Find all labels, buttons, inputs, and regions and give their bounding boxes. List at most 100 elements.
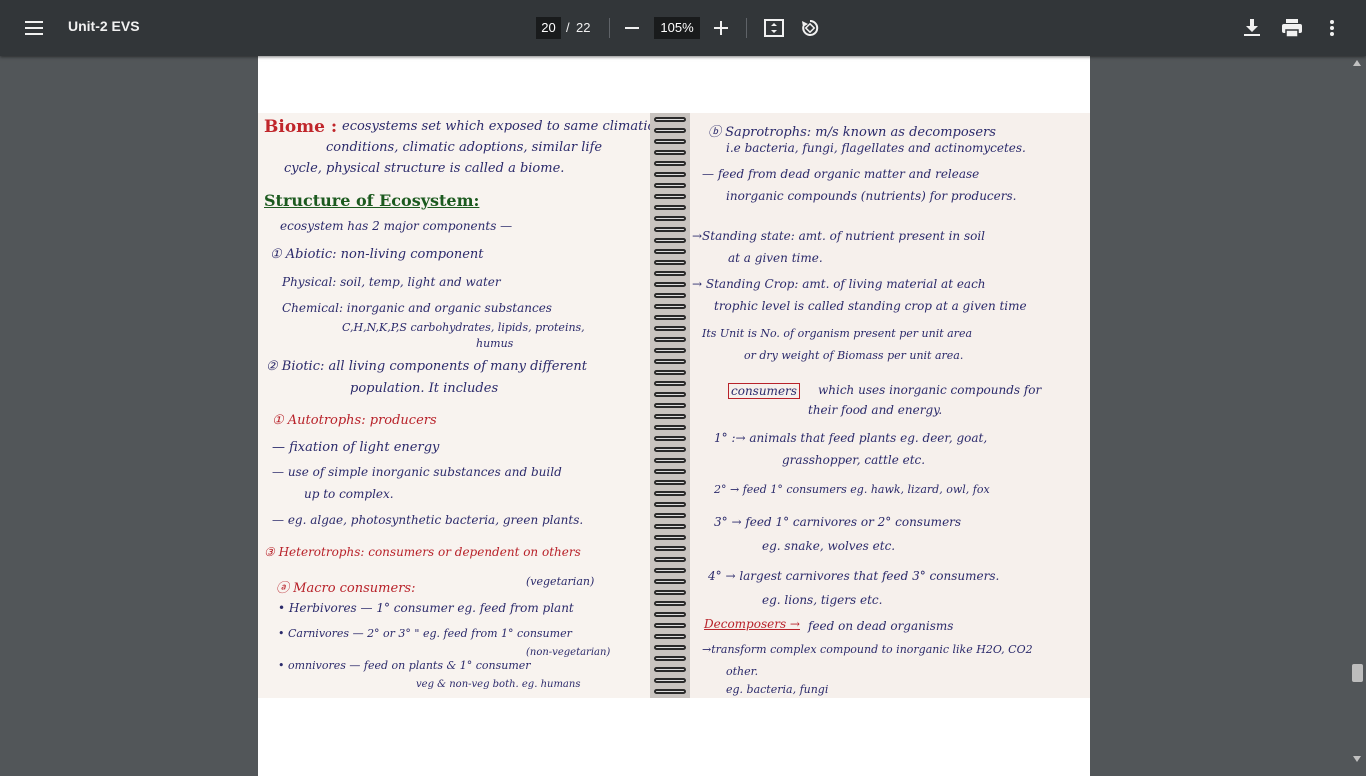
spiral-ring (654, 304, 686, 309)
note-line: inorganic compounds (nutrients) for prod… (726, 189, 1017, 203)
note-line: 1° :→ animals that feed plants eg. deer,… (714, 431, 988, 445)
note-line: consumers (728, 383, 800, 399)
spiral-ring (654, 238, 686, 243)
spiral-ring (654, 425, 686, 430)
spiral-ring (654, 513, 686, 518)
fit-page-icon (764, 19, 784, 37)
note-line: →transform complex compound to inorganic… (702, 643, 1033, 656)
spiral-ring (654, 172, 686, 177)
spiral-ring (654, 590, 686, 595)
note-line: (vegetarian) (526, 575, 595, 588)
note-line: ecosystems set which exposed to same cli… (342, 119, 655, 134)
fit-to-page-button[interactable] (762, 16, 786, 40)
page-number-input[interactable] (536, 17, 561, 39)
note-line: 3° → feed 1° carnivores or 2° consumers (714, 515, 962, 529)
spiral-ring (654, 194, 686, 199)
download-icon (1244, 19, 1260, 36)
spiral-ring (654, 370, 686, 375)
note-line: ⓑ Saprotrophs: m/s known as decomposers (708, 125, 996, 140)
total-pages: 22 (576, 20, 591, 35)
spiral-ring (654, 392, 686, 397)
spiral-ring (654, 667, 686, 672)
spiral-ring (654, 282, 686, 287)
spiral-ring (654, 689, 686, 694)
note-line: — feed from dead organic matter and rele… (702, 167, 980, 181)
spiral-ring (654, 403, 686, 408)
zoom-out-button[interactable] (620, 16, 644, 40)
spiral-ring (654, 447, 686, 452)
spiral-ring (654, 502, 686, 507)
spiral-ring (654, 337, 686, 342)
note-line: their food and energy. (808, 403, 943, 417)
note-line: → Standing Crop: amt. of living material… (692, 277, 986, 291)
more-options-button[interactable] (1320, 16, 1344, 40)
spiral-ring (654, 271, 686, 276)
spiral-ring (654, 678, 686, 683)
note-line: ② Biotic: all living components of many … (266, 359, 587, 374)
note-line: grasshopper, cattle etc. (782, 453, 926, 467)
zoom-level-input[interactable]: 105% (654, 17, 700, 39)
note-line: — eg. algae, photosynthetic bacteria, gr… (272, 513, 584, 527)
spiral-ring (654, 381, 686, 386)
spiral-ring (654, 656, 686, 661)
scrollbar-thumb[interactable] (1352, 664, 1363, 682)
more-vert-icon (1330, 20, 1334, 36)
note-line: • omnivores — feed on plants & 1° consum… (278, 659, 531, 672)
note-line: — use of simple inorganic substances and… (272, 465, 562, 479)
note-line: eg. snake, wolves etc. (762, 539, 896, 553)
spiral-ring (654, 612, 686, 617)
spiral-ring (654, 535, 686, 540)
pdf-toolbar: Unit-2 EVS / 22 105% (0, 0, 1366, 56)
spiral-ring (654, 623, 686, 628)
scroll-down-arrow-icon[interactable] (1353, 756, 1361, 762)
note-line: ③ Heterotrophs: consumers or dependent o… (264, 545, 581, 559)
note-line: ① Abiotic: non-living component (270, 247, 484, 262)
note-line: Decomposers → (704, 617, 800, 631)
spiral-ring (654, 491, 686, 496)
note-line: 2° → feed 1° consumers eg. hawk, lizard,… (714, 483, 990, 496)
print-button[interactable] (1280, 16, 1304, 40)
spiral-ring (654, 117, 686, 122)
rotate-button[interactable] (798, 16, 822, 40)
note-line: conditions, climatic adoptions, similar … (326, 140, 603, 155)
zoom-in-button[interactable] (709, 16, 733, 40)
spiral-ring (654, 359, 686, 364)
note-line: other. (726, 665, 759, 678)
spiral-ring (654, 557, 686, 562)
note-line: humus (476, 337, 514, 350)
note-line: — fixation of light energy (272, 440, 440, 455)
hamburger-menu-icon[interactable] (18, 14, 50, 42)
minus-icon (625, 27, 639, 29)
spiral-ring (654, 326, 686, 331)
toolbar-divider (609, 18, 610, 38)
spiral-ring (654, 205, 686, 210)
document-title: Unit-2 EVS (68, 18, 140, 34)
note-line: veg & non-veg both. eg. humans (416, 679, 581, 690)
spiral-ring (654, 524, 686, 529)
note-line: trophic level is called standing crop at… (714, 299, 1027, 313)
spiral-ring (654, 128, 686, 133)
note-line: Structure of Ecosystem: (264, 191, 480, 210)
spiral-ring (654, 293, 686, 298)
spiral-ring (654, 546, 686, 551)
note-line: up to complex. (304, 487, 394, 501)
spiral-ring (654, 315, 686, 320)
notebook-right-page: ⓑ Saprotrophs: m/s known as decomposers … (690, 113, 1090, 698)
spiral-ring (654, 227, 686, 232)
note-line: which uses inorganic compounds for (818, 383, 1042, 397)
scroll-up-arrow-icon[interactable] (1353, 60, 1361, 66)
vertical-scrollbar[interactable] (1349, 56, 1366, 768)
download-button[interactable] (1240, 16, 1264, 40)
spiral-ring (654, 458, 686, 463)
spiral-ring (654, 216, 686, 221)
note-line: Biome : (264, 117, 338, 137)
note-line: • Carnivores — 2° or 3° " eg. feed from … (278, 627, 572, 640)
spiral-ring (654, 348, 686, 353)
spiral-ring (654, 260, 686, 265)
spiral-ring (654, 469, 686, 474)
note-line: →Standing state: amt. of nutrient presen… (692, 229, 986, 243)
notebook-left-page: Biome : ecosystems set which exposed to … (258, 113, 655, 698)
note-line: Chemical: inorganic and organic substanc… (282, 301, 552, 315)
spiral-ring (654, 139, 686, 144)
spiral-ring (654, 436, 686, 441)
